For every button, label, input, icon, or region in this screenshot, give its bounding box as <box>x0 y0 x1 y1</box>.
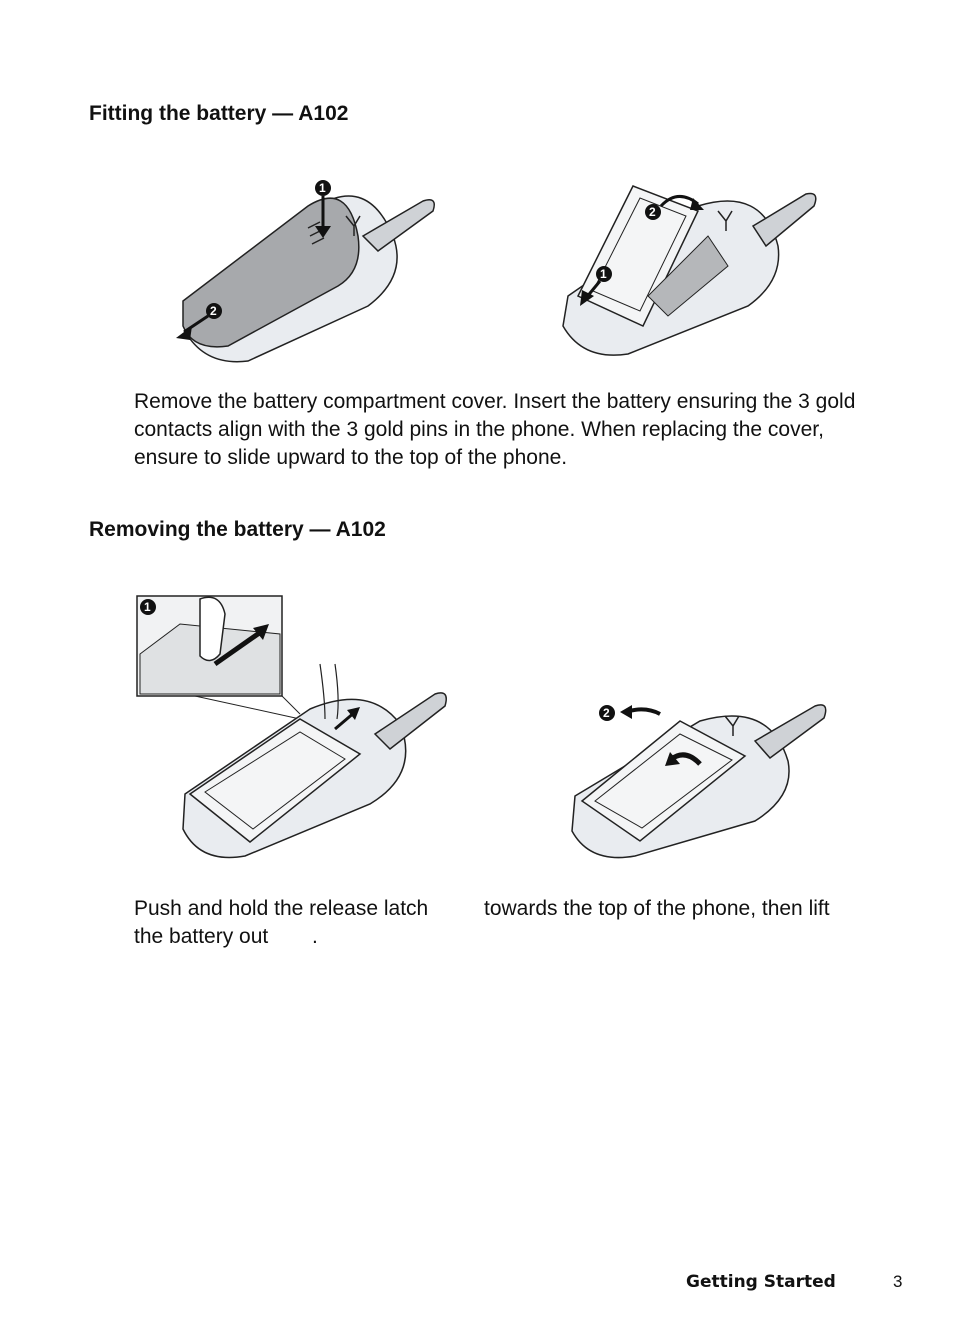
svg-text:1: 1 <box>600 267 607 281</box>
removing-text-line1-b: towards the top of the phone, then lift <box>484 897 830 920</box>
section-heading-removing: Removing the battery — A102 <box>89 518 386 541</box>
svg-text:2: 2 <box>603 706 610 720</box>
footer-page-number: 3 <box>893 1272 903 1291</box>
removing-text-line1-a: Push and hold the release latch <box>134 897 429 920</box>
illustration-battery-lift: 2 <box>571 704 827 859</box>
svg-text:1: 1 <box>144 600 151 614</box>
removing-text-line2-b: . <box>312 925 318 948</box>
svg-text:2: 2 <box>649 205 656 219</box>
footer-section-title: Getting Started <box>686 1272 836 1292</box>
removing-instructions: Push and hold the release latch towards … <box>134 895 874 955</box>
fitting-instructions: Remove the battery compartment cover. In… <box>134 390 856 469</box>
illustration-battery-insertion: 2 1 <box>562 185 817 356</box>
section-heading-fitting: Fitting the battery — A102 <box>89 102 349 125</box>
illustration-cover-removal: 1 2 <box>176 180 435 363</box>
svg-text:1: 1 <box>319 181 326 195</box>
svg-text:2: 2 <box>210 304 217 318</box>
illustration-release-latch: 1 <box>136 595 447 859</box>
removing-text-line2-a: the battery out <box>134 925 269 948</box>
